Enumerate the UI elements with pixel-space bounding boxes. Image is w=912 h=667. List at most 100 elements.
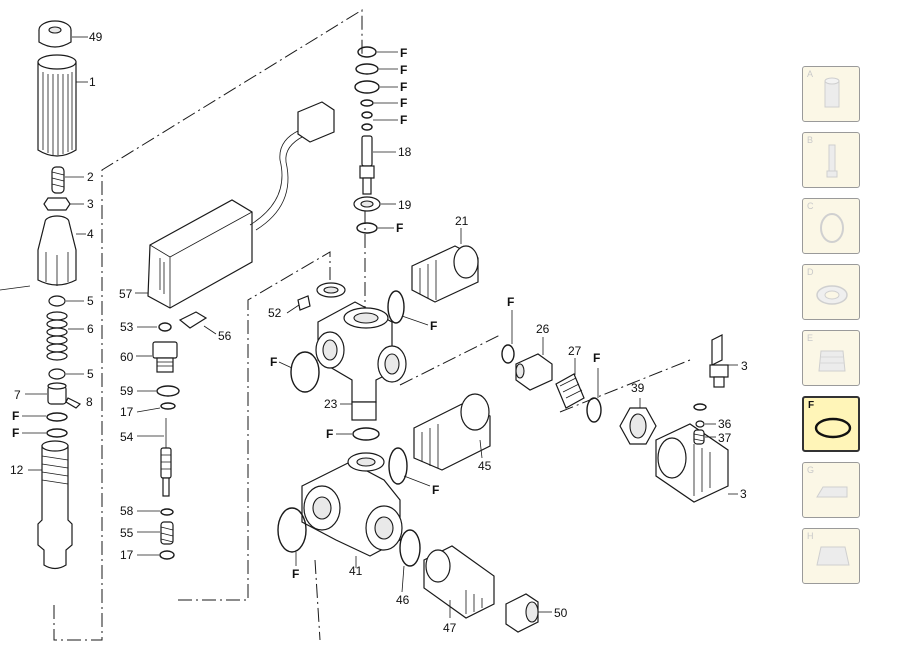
label-f-mid-3: F <box>326 427 333 441</box>
label-f-top-4: F <box>400 96 407 110</box>
label-52: 52 <box>268 306 282 320</box>
thumb-d-letter: D <box>807 267 814 277</box>
o-ring-f-top-2 <box>355 63 379 75</box>
label-12: 12 <box>10 463 24 477</box>
label-18: 18 <box>398 145 412 159</box>
label-f-top-1: F <box>400 46 407 60</box>
label-1: 1 <box>89 75 96 89</box>
thumb-h[interactable]: H <box>802 528 860 584</box>
gasket-icon <box>816 486 848 498</box>
label-49: 49 <box>89 30 103 44</box>
label-8: 8 <box>86 395 93 409</box>
part-27-spring <box>555 373 585 409</box>
label-3c: 3 <box>740 487 747 501</box>
o-ring-f-left-1 <box>46 412 68 422</box>
label-f-top-6: F <box>396 221 403 235</box>
part-3-hose-barb <box>709 334 729 388</box>
thumb-g[interactable]: G <box>802 462 860 518</box>
label-58: 58 <box>120 504 134 518</box>
o-ring-f-right-2 <box>586 397 602 423</box>
label-56: 56 <box>218 329 232 343</box>
label-55: 55 <box>120 526 134 540</box>
thumb-f[interactable]: F <box>802 396 860 452</box>
label-26: 26 <box>536 322 550 336</box>
assembly-boundary-left <box>53 9 363 641</box>
o-ring-f-top-5 <box>361 111 373 119</box>
thumb-g-letter: G <box>807 465 815 475</box>
label-41: 41 <box>349 564 363 578</box>
o-ring-f-top-4 <box>360 99 374 107</box>
part-36-ball <box>695 420 705 428</box>
part-41-tee <box>301 452 403 557</box>
part-washer-small <box>693 403 707 411</box>
part-4-housing <box>37 215 77 286</box>
part-23-manifold <box>315 301 407 421</box>
label-f-mid-4: F <box>432 483 439 497</box>
label-39: 39 <box>631 381 645 395</box>
o-ring-f-mid-1 <box>387 290 405 324</box>
label-17b: 17 <box>120 548 134 562</box>
part-21-union <box>411 245 479 303</box>
label-21: 21 <box>455 214 469 228</box>
plate-icon <box>816 546 850 566</box>
part-cylinder-seal <box>316 282 346 298</box>
thumb-c[interactable]: C <box>802 198 860 254</box>
part-2-spring <box>51 166 65 194</box>
label-f-right-1: F <box>507 295 514 309</box>
thumb-h-letter: H <box>807 531 814 541</box>
assembly-boundary-inner <box>178 251 331 601</box>
o-ring-f-mid-2 <box>290 351 320 393</box>
part-54-needle <box>160 418 172 497</box>
label-5a: 5 <box>87 294 94 308</box>
part-47-check-valve <box>423 545 495 619</box>
label-17a: 17 <box>120 405 134 419</box>
part-17-ring-a <box>160 402 176 410</box>
cap-icon <box>824 77 840 108</box>
thumb-b[interactable]: B <box>802 132 860 188</box>
part-7-valve <box>47 382 67 405</box>
label-f-mid-1: F <box>430 319 437 333</box>
thumb-a[interactable]: A <box>802 66 860 122</box>
part-17-ring-b <box>159 550 175 560</box>
part-pin-left <box>0 285 31 291</box>
label-46: 46 <box>396 593 410 607</box>
o-ring-f-top-3 <box>354 80 380 94</box>
assembly-boundary-right <box>399 334 691 413</box>
filter-housing-icon <box>818 350 846 372</box>
label-47: 47 <box>443 621 457 635</box>
thumb-b-letter: B <box>807 135 814 145</box>
label-60: 60 <box>120 350 134 364</box>
thumb-d[interactable]: D <box>802 264 860 320</box>
part-58-ring <box>160 508 174 516</box>
label-50: 50 <box>554 606 568 620</box>
o-ring-f-mid-5 <box>277 507 307 553</box>
label-7: 7 <box>14 388 21 402</box>
label-23: 23 <box>324 397 338 411</box>
label-f-mid-2: F <box>270 355 277 369</box>
part-46-ring <box>399 529 421 567</box>
part-19-bushing <box>353 196 381 212</box>
label-2: 2 <box>87 170 94 184</box>
o-ring-icon <box>814 417 852 439</box>
label-3a: 3 <box>87 197 94 211</box>
label-45: 45 <box>478 459 492 473</box>
part-55-spring <box>160 521 174 545</box>
label-19: 19 <box>398 198 412 212</box>
label-59: 59 <box>120 384 134 398</box>
label-57: 57 <box>119 287 133 301</box>
label-36: 36 <box>718 417 732 431</box>
label-53: 53 <box>120 320 134 334</box>
thumb-f-letter: F <box>808 400 815 411</box>
part-26-nozzle <box>515 353 553 391</box>
label-6: 6 <box>87 322 94 336</box>
part-53-ring <box>158 322 172 332</box>
part-18-stem <box>359 135 375 195</box>
part-3-nut <box>43 197 71 211</box>
label-f-top-5: F <box>400 113 407 127</box>
thumb-e[interactable]: E <box>802 330 860 386</box>
part-39-lock-nut <box>619 407 657 445</box>
label-54: 54 <box>120 430 134 444</box>
o-ring-f-top-6 <box>361 123 373 131</box>
part-8-clip <box>65 397 82 409</box>
